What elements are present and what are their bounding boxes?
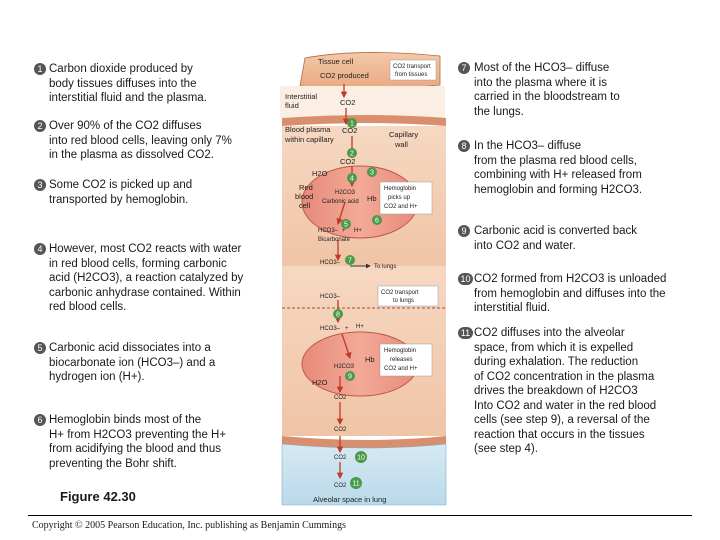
copyright-notice: Copyright © 2005 Pearson Education, Inc.… xyxy=(32,520,346,531)
badge-label: 3 xyxy=(370,170,374,177)
label-h2o-a: H2O xyxy=(312,169,328,178)
badge-label: 4 xyxy=(350,176,354,183)
label-blood: blood xyxy=(295,192,313,201)
label-co2-d: CO2 xyxy=(334,395,347,401)
label-from-tissues: from tissues xyxy=(395,72,427,78)
badge-label: 7 xyxy=(348,258,352,265)
diagram-badge-10: 10 xyxy=(355,451,367,463)
label-hb-picks-3: CO2 and H+ xyxy=(384,204,418,210)
label-hco3-d: HCO3– xyxy=(320,326,341,332)
label-to-lungs-b: to lungs xyxy=(393,298,414,304)
label-h-a: H+ xyxy=(354,228,362,234)
label-co2-transport-b: CO2 transport xyxy=(381,290,419,296)
label-to-lungs: To lungs xyxy=(374,264,396,270)
label-hco3-c: HCO3– xyxy=(320,294,341,300)
label-hb-picks-1: Hemoglobin xyxy=(384,186,416,192)
label-co2-transport: CO2 transport xyxy=(393,64,431,70)
badge-label: 9 xyxy=(348,374,352,381)
label-co2-e: CO2 xyxy=(334,427,347,433)
diagram-badge-1: 1 xyxy=(347,118,357,128)
figure-label: Figure 42.30 xyxy=(60,489,136,504)
label-plus-b: + xyxy=(345,326,349,332)
label-carbonic-anhydrase: Carbonic acid xyxy=(322,199,359,205)
bottom-divider xyxy=(28,515,692,516)
diagram-badge-7: 7 xyxy=(345,255,355,265)
diagram-badge-2: 2 xyxy=(347,148,357,158)
label-alveolar: Alveolar space in lung xyxy=(313,495,386,504)
badge-label: 1 xyxy=(350,121,354,128)
label-cell: cell xyxy=(299,201,311,210)
diagram-badge-11: 11 xyxy=(350,477,362,489)
label-hco3-b: HCO3– xyxy=(320,260,341,266)
badge-label: 6 xyxy=(375,218,379,225)
label-h2co3-b: H2CO3 xyxy=(334,364,355,370)
label-co2-f: CO2 xyxy=(334,455,347,461)
label-red: Red xyxy=(299,183,313,192)
badge-label: 11 xyxy=(352,481,359,488)
label-co2-produced: CO2 produced xyxy=(320,71,369,80)
label-tissue-cell: Tissue cell xyxy=(318,57,353,66)
badge-label: 2 xyxy=(350,151,354,158)
label-co2-a: CO2 xyxy=(340,98,355,107)
label-bicarbonate: Bicarbonate xyxy=(318,237,351,243)
badge-label: 10 xyxy=(357,455,365,462)
label-capillary: Capillary xyxy=(389,130,418,139)
badge-label: 5 xyxy=(344,222,348,229)
diagram-badge-5: 5 xyxy=(341,219,351,229)
diagram-badge-3: 3 xyxy=(367,167,377,177)
label-hb-rel-2: releases xyxy=(390,357,413,363)
label-hb-rel-1: Hemoglobin xyxy=(384,348,416,354)
label-h-b: H+ xyxy=(356,324,364,330)
badge-label: 8 xyxy=(336,312,340,319)
diagram-badge-4: 4 xyxy=(347,173,357,183)
diagram-badge-8: 8 xyxy=(333,309,343,319)
diagram-badge-6: 6 xyxy=(372,215,382,225)
label-blood-plasma: Blood plasma xyxy=(285,125,331,134)
label-hco3-a: HCO3– xyxy=(318,228,339,234)
diagram-badge-9: 9 xyxy=(345,371,355,381)
label-fluid: fluid xyxy=(285,101,299,110)
label-interstitial: Interstitial xyxy=(285,92,317,101)
interstitial-fluid-region xyxy=(280,86,445,118)
label-wall: wall xyxy=(394,140,408,149)
label-within-capillary: within capillary xyxy=(284,135,334,144)
label-hb-picks-2: picks up xyxy=(388,195,411,201)
label-h2o-b: H2O xyxy=(312,378,328,387)
label-hb-rel-3: CO2 and H+ xyxy=(384,366,418,372)
label-co2-g: CO2 xyxy=(334,483,347,489)
label-hb-b: Hb xyxy=(365,355,375,364)
label-hb-a: Hb xyxy=(367,194,377,203)
label-co2-c: CO2 xyxy=(340,157,355,166)
label-h2co3-a: H2CO3 xyxy=(335,190,356,196)
